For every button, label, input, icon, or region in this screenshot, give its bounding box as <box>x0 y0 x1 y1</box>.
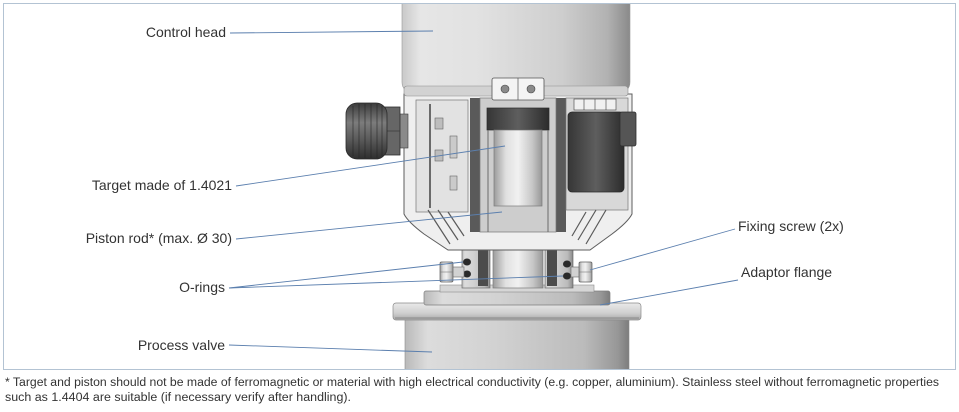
flare-fin-1 <box>427 209 451 245</box>
o-ring-left <box>463 258 471 266</box>
cable-gland <box>345 102 409 160</box>
target-assembly <box>479 97 557 233</box>
top-connector <box>491 77 545 101</box>
left-inner-wall <box>470 98 480 232</box>
pcb-component-4 <box>449 175 458 191</box>
leader-line-o-rings-right <box>228 275 564 289</box>
process-valve-body <box>404 317 630 369</box>
target-top <box>486 107 550 131</box>
footnote: * Target and piston should not be made o… <box>5 377 939 404</box>
valve-illustration <box>345 4 642 369</box>
leader-line-fixing-screw <box>589 228 736 271</box>
cable-gland-nut <box>345 102 388 160</box>
leader-lines <box>228 30 739 353</box>
connector-block <box>567 111 625 193</box>
label-target: Target made of 1.4021 <box>92 177 232 193</box>
flare-fin-2 <box>437 209 459 241</box>
leader-line-o-rings-left <box>228 261 464 289</box>
leader-line-target <box>235 145 506 187</box>
label-control-head: Control head <box>146 24 226 40</box>
flare-fin-3 <box>447 211 465 237</box>
flare-fin-4 <box>585 209 607 245</box>
right-post-section <box>547 230 557 286</box>
footnote-line-2: such as 1.4404 are suitable (if necessar… <box>5 392 351 404</box>
upper-housing <box>403 93 637 251</box>
process-valve <box>392 302 642 369</box>
pcb-component-3 <box>449 135 458 159</box>
o-ring-right-lower <box>563 272 571 280</box>
screw-left-shank <box>451 266 465 278</box>
leader-line-control-head <box>229 30 434 34</box>
left-post-section <box>478 230 488 286</box>
labels: Control head Target made of 1.4021 Pisto… <box>86 24 844 353</box>
label-o-rings: O-rings <box>179 279 225 295</box>
label-fixing-screw: Fixing screw (2x) <box>738 218 844 234</box>
label-adaptor-flange: Adaptor flange <box>741 264 832 280</box>
fixing-screw-right <box>570 261 593 283</box>
leader-line-adaptor-flange <box>599 279 739 306</box>
o-ring-left-lower <box>463 270 471 278</box>
flare-fin-5 <box>577 209 597 241</box>
leader-line-piston-rod <box>235 211 503 240</box>
process-valve-top-ring <box>392 302 642 321</box>
target-body <box>493 129 543 207</box>
top-connector-hole-right <box>526 84 536 94</box>
label-process-valve: Process valve <box>138 337 225 353</box>
o-ring-right <box>563 260 571 268</box>
label-piston-rod: Piston rod* (max. Ø 30) <box>86 230 232 246</box>
adaptor-flange-plate <box>423 290 611 306</box>
pcb-component-1 <box>434 117 444 130</box>
footnote-line-1: * Target and piston should not be made o… <box>5 377 939 389</box>
fixing-screw-left <box>439 261 465 283</box>
top-connector-hole-left <box>500 84 510 94</box>
leader-line-process-valve <box>228 344 433 353</box>
flare-fin-6 <box>571 211 587 237</box>
right-inner-wall <box>556 98 566 232</box>
connector-bracket <box>619 111 637 147</box>
